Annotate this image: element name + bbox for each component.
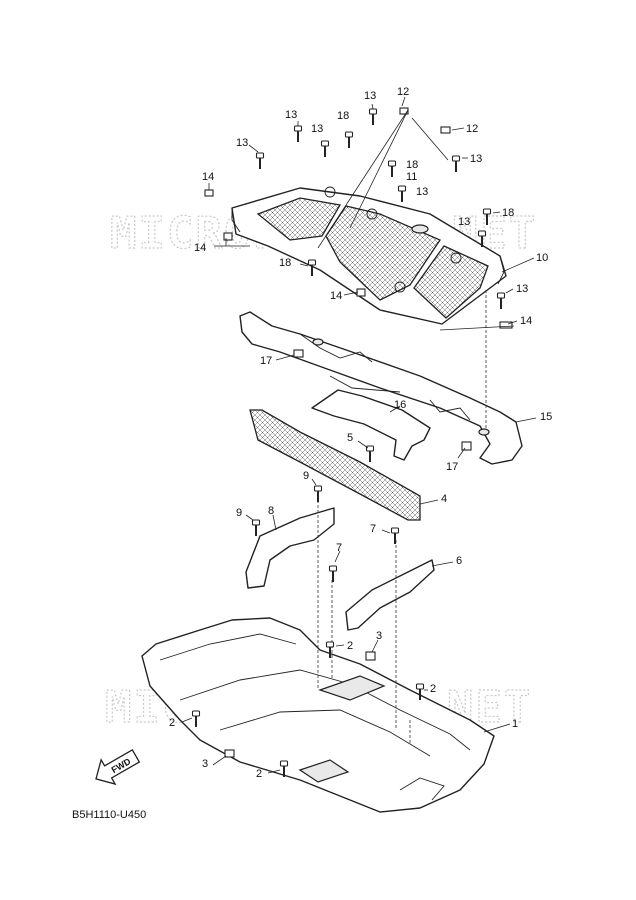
- callout-9: 9: [303, 470, 309, 482]
- callout-1: 1: [512, 718, 518, 730]
- bolt-7-b: [328, 565, 338, 583]
- clip-14-c: [356, 288, 366, 297]
- bolt-13-d: [368, 108, 378, 126]
- cargo-bed-rack: [231, 186, 507, 325]
- callout-2: 2: [347, 640, 353, 652]
- callout-7: 7: [336, 542, 342, 554]
- right-bracket: [345, 559, 435, 631]
- callout-10: 10: [536, 252, 548, 264]
- left-bracket: [245, 507, 335, 589]
- bolt-13-a: [255, 152, 265, 170]
- callout-14: 14: [330, 290, 342, 302]
- callout-13: 13: [236, 137, 248, 149]
- callout-11: 11: [406, 171, 417, 183]
- callout-12: 12: [397, 86, 409, 98]
- callout-6: 6: [456, 555, 462, 567]
- rack-plug: [411, 224, 429, 234]
- nut-3-a: [365, 651, 376, 661]
- callout-17: 17: [260, 355, 272, 367]
- leader-lines: [181, 96, 537, 774]
- bracket-plate: [311, 389, 431, 461]
- bolt-13-f: [451, 155, 461, 173]
- bolt-9-a: [313, 485, 323, 503]
- bolt-5: [365, 445, 375, 463]
- clip-14-a: [204, 189, 214, 197]
- callout-13: 13: [416, 186, 428, 198]
- callout-16: 16: [394, 399, 406, 411]
- diagram-code: B5H1110-U450: [72, 809, 146, 821]
- callout-14: 14: [520, 315, 532, 327]
- callout-18: 18: [337, 110, 349, 122]
- clip-14-b: [223, 232, 233, 241]
- callout-2: 2: [169, 717, 175, 729]
- bolt-13-c: [320, 140, 330, 158]
- bolt-18-b: [387, 160, 397, 178]
- callout-13: 13: [458, 216, 470, 228]
- callout-7: 7: [370, 523, 376, 535]
- callout-13: 13: [470, 153, 482, 165]
- nut-17-a: [293, 349, 304, 358]
- clip-12-b: [440, 126, 451, 134]
- bolt-9-b: [251, 519, 261, 537]
- mesh-net: [249, 409, 421, 521]
- clip-14-d: [499, 321, 513, 329]
- callout-18: 18: [502, 207, 514, 219]
- bolt-13-e: [397, 185, 407, 203]
- callout-12: 12: [466, 123, 478, 135]
- callout-14: 14: [202, 171, 214, 183]
- callout-18: 18: [406, 159, 418, 171]
- callout-13: 13: [311, 123, 323, 135]
- callout-3: 3: [376, 630, 382, 642]
- bolt-7-a: [390, 527, 400, 545]
- callout-13: 13: [516, 283, 528, 295]
- callout-14: 14: [194, 242, 206, 254]
- bolt-13-h: [496, 292, 506, 310]
- bolt-18-a: [344, 131, 354, 149]
- clip-12-a: [399, 107, 409, 115]
- callout-18: 18: [279, 257, 291, 269]
- floor-panel: [141, 617, 495, 813]
- callout-5: 5: [347, 432, 353, 444]
- callout-8: 8: [268, 505, 274, 517]
- callout-4: 4: [441, 493, 447, 505]
- callout-9: 9: [236, 507, 242, 519]
- callout-2: 2: [430, 683, 436, 695]
- callout-13: 13: [364, 90, 376, 102]
- fwd-arrow: FWD: [95, 748, 141, 786]
- callout-2: 2: [256, 768, 262, 780]
- callout-17: 17: [446, 461, 458, 473]
- nut-17-b: [461, 441, 472, 451]
- callout-15: 15: [540, 411, 552, 423]
- nut-3-b: [224, 749, 235, 758]
- bolt-13-b: [293, 125, 303, 143]
- alignment-lines: [317, 290, 487, 745]
- callout-13: 13: [285, 109, 297, 121]
- bed-side-frame: [239, 311, 523, 465]
- callouts: 13 13 13 18 13 12 12 11 18 13 13 14 14 1…: [169, 86, 552, 780]
- callout-3: 3: [202, 758, 208, 770]
